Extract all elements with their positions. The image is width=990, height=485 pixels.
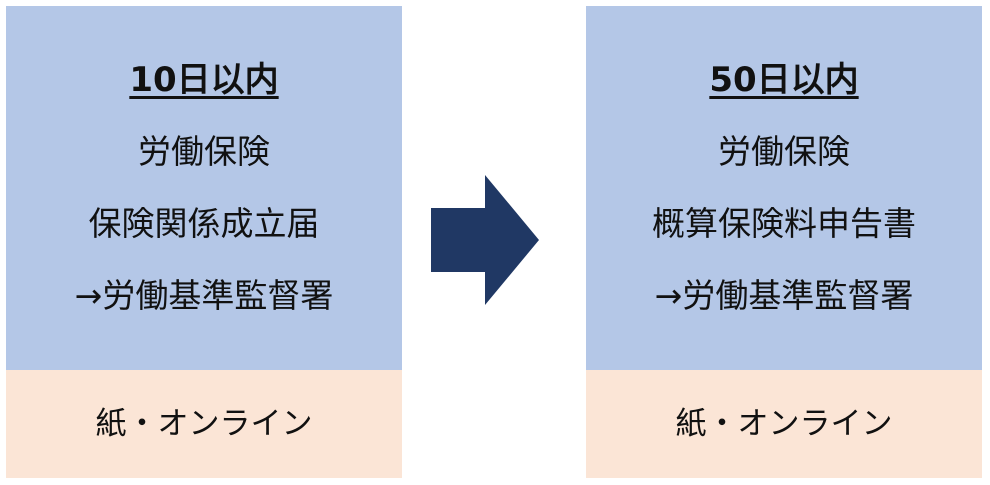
right-line-1: 労働保険 — [718, 132, 850, 171]
left-step-box: 10日以内 労働保険 保険関係成立届 →労働基準監督署 紙・オンライン — [6, 6, 402, 478]
left-line-2: 保険関係成立届 — [88, 204, 320, 243]
left-line-1: 労働保険 — [138, 132, 270, 171]
right-line-2: 概算保険料申告書 — [652, 204, 916, 243]
right-deadline: 50日以内 — [709, 60, 859, 100]
left-step-details: 10日以内 労働保険 保険関係成立届 →労働基準監督署 — [6, 6, 402, 370]
left-method-box: 紙・オンライン — [6, 370, 402, 478]
right-arrow-icon — [431, 175, 539, 305]
arrow-shape — [431, 175, 539, 305]
left-method: 紙・オンライン — [95, 406, 313, 442]
right-step-details: 50日以内 労働保険 概算保険料申告書 →労働基準監督署 — [586, 6, 982, 370]
right-method-box: 紙・オンライン — [586, 370, 982, 478]
right-method: 紙・オンライン — [675, 406, 893, 442]
right-line-3: →労働基準監督署 — [654, 276, 914, 315]
left-deadline: 10日以内 — [129, 60, 279, 100]
right-step-box: 50日以内 労働保険 概算保険料申告書 →労働基準監督署 紙・オンライン — [586, 6, 982, 478]
left-line-3: →労働基準監督署 — [74, 276, 334, 315]
